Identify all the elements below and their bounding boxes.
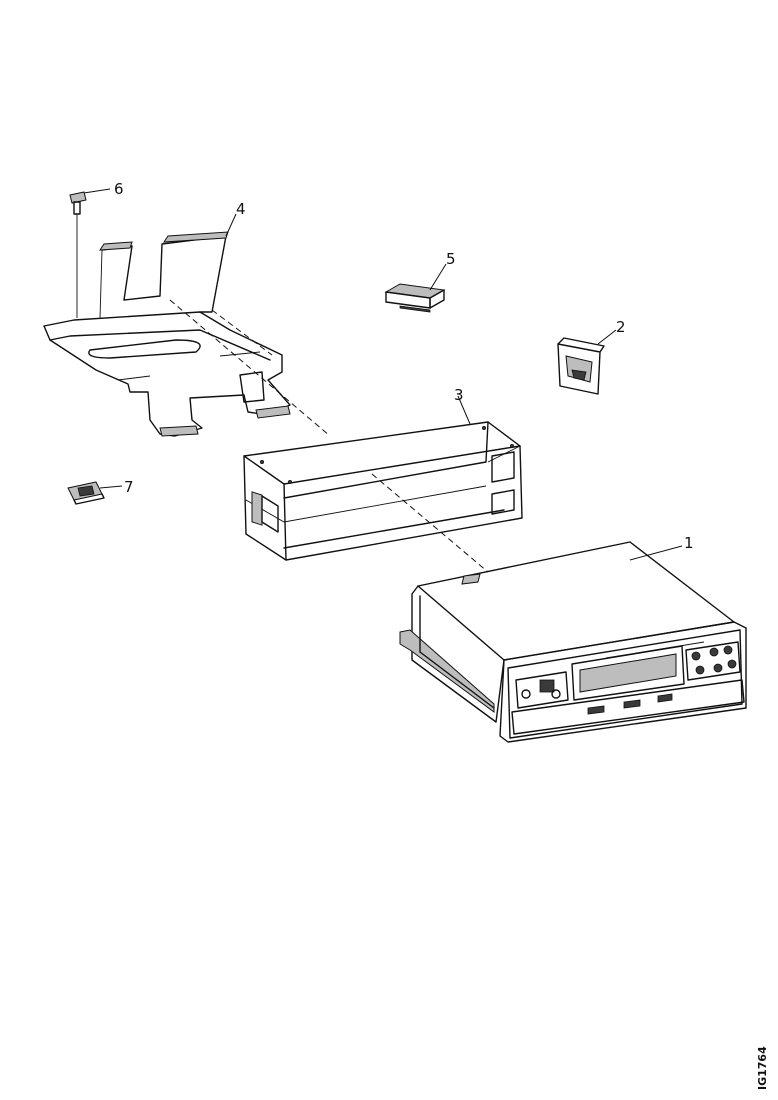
assembly-lines (169, 299, 489, 573)
part-2-clip (557, 337, 605, 395)
part-1-tachograph-unit (399, 541, 747, 743)
part-3-housing (243, 421, 523, 561)
part-4-mounting-bracket (43, 231, 291, 437)
part-7-small-clip (67, 481, 105, 505)
callout-4: 4 (236, 200, 246, 218)
leader-lines (83, 188, 683, 561)
callout-1: 1 (684, 534, 694, 552)
drawing-number: IG1764 (756, 1046, 769, 1090)
part-6-screw (69, 191, 87, 318)
callout-6: 6 (114, 180, 124, 198)
callout-7: 7 (124, 478, 134, 496)
part-5-block (384, 283, 446, 313)
callout-5: 5 (446, 250, 456, 268)
callout-3: 3 (454, 386, 464, 404)
callout-2: 2 (616, 318, 626, 336)
